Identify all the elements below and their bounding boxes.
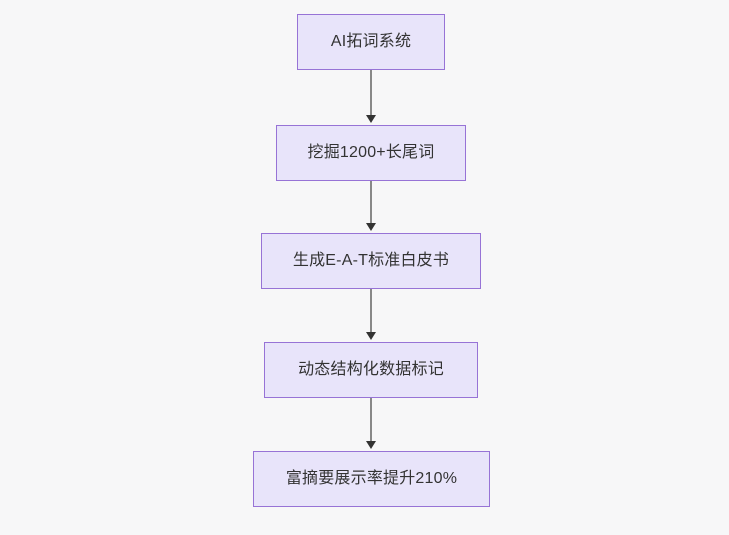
flowchart-arrowhead-3-4: [366, 332, 376, 340]
flowchart-node-3[interactable]: 生成E-A-T标准白皮书: [261, 233, 481, 289]
flowchart-edge-3-4: [370, 289, 372, 334]
flowchart-node-2-label: 挖掘1200+长尾词: [307, 144, 435, 161]
flowchart-node-5[interactable]: 富摘要展示率提升210%: [253, 451, 490, 507]
flowchart-node-3-label: 生成E-A-T标准白皮书: [292, 252, 450, 269]
flowchart-node-5-label: 富摘要展示率提升210%: [285, 470, 458, 487]
flowchart-arrowhead-4-5: [366, 441, 376, 449]
flowchart-node-1-label: AI拓词系统: [330, 33, 412, 50]
flowchart-node-1[interactable]: AI拓词系统: [297, 14, 445, 70]
flowchart-edge-1-2: [370, 70, 372, 117]
flowchart-node-2[interactable]: 挖掘1200+长尾词: [276, 125, 466, 181]
flowchart-node-4[interactable]: 动态结构化数据标记: [264, 342, 478, 398]
flowchart-edge-2-3: [370, 181, 372, 225]
flowchart-edge-4-5: [370, 398, 372, 443]
flowchart-arrowhead-2-3: [366, 223, 376, 231]
flowchart-node-4-label: 动态结构化数据标记: [298, 361, 444, 378]
flowchart-arrowhead-1-2: [366, 115, 376, 123]
